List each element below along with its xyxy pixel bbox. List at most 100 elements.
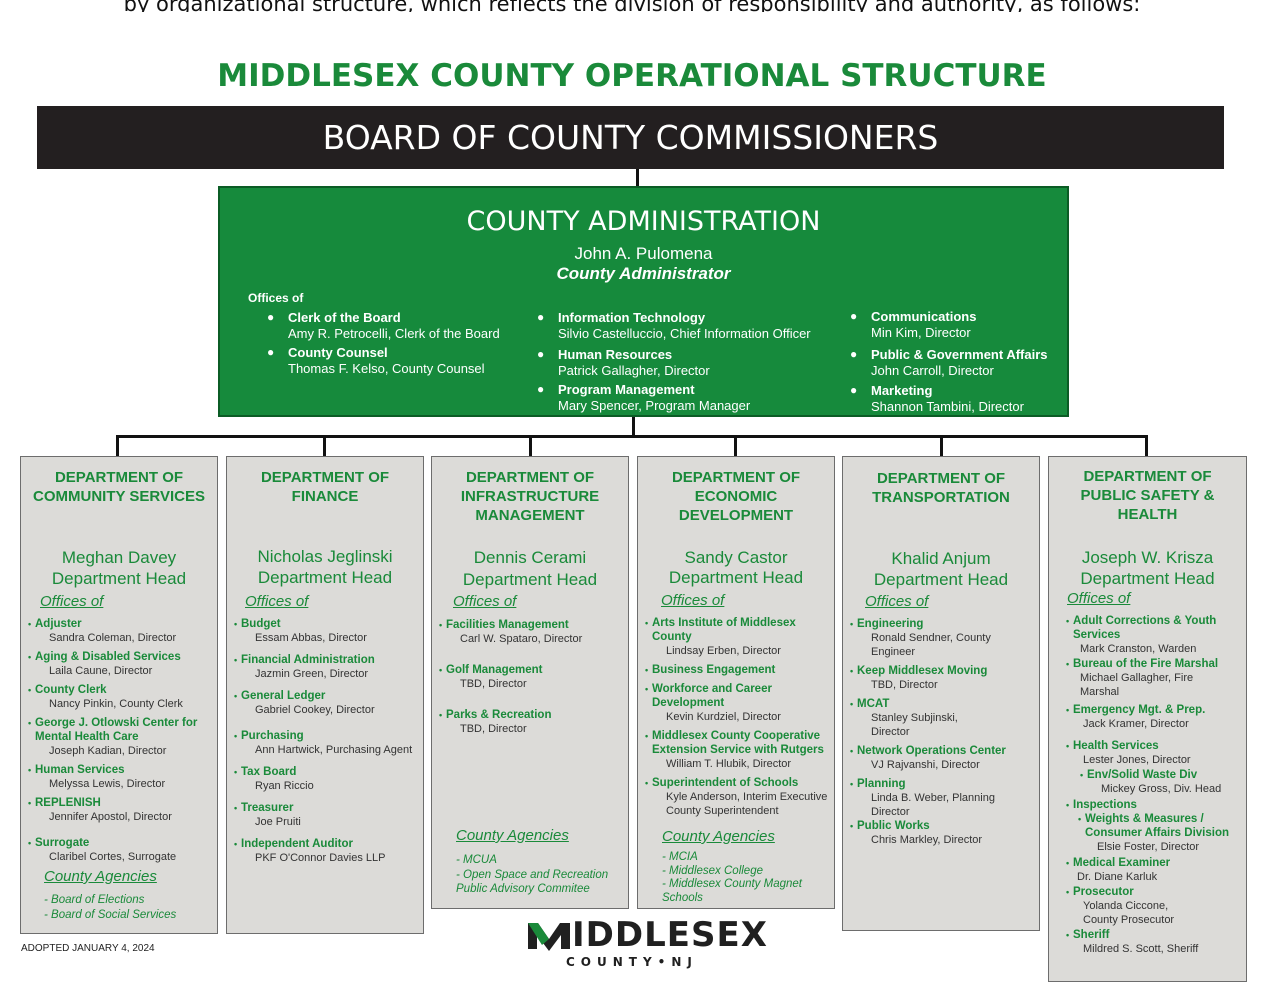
office-name: Tax Board bbox=[241, 765, 419, 779]
office-person: TBD, Director bbox=[871, 679, 938, 691]
office-title: Information Technology bbox=[558, 310, 706, 325]
bullet-icon: ● bbox=[537, 347, 545, 361]
office-name: Treasurer bbox=[241, 801, 419, 815]
office-person: Carl W. Spataro, Director bbox=[460, 633, 583, 645]
office-title: Communications bbox=[871, 309, 977, 324]
office-person: Mary Spencer, Program Manager bbox=[558, 398, 751, 413]
department-head-role: Department Head bbox=[257, 568, 393, 587]
office-person: Lindsay Erben, Director bbox=[666, 645, 781, 657]
office-name: Workforce and Career Development bbox=[652, 682, 830, 710]
office-person: Stanley Subjinski, Director bbox=[871, 712, 958, 738]
agency-item: - Board of Elections bbox=[44, 894, 145, 906]
office-person: Chris Markley, Director bbox=[871, 834, 983, 846]
office-title: Program Management bbox=[558, 382, 695, 397]
office-person: Ryan Riccio bbox=[255, 780, 314, 792]
office-name: Parks & Recreation bbox=[446, 708, 624, 722]
office-name: Weights & Measures / Consumer Affairs Di… bbox=[1085, 812, 1242, 840]
office-name: Adjuster bbox=[35, 617, 213, 631]
connector-dept-3 bbox=[529, 435, 532, 457]
department-head-name: Joseph W. Krisza bbox=[1081, 548, 1214, 567]
logo-subtitle: COUNTY•NJ bbox=[566, 955, 698, 969]
office-name: Surrogate bbox=[35, 836, 213, 850]
office-person: Linda B. Weber, Planning Director bbox=[871, 792, 995, 818]
office-name: Facilities Management bbox=[446, 618, 624, 632]
offices-of-label: Offices of bbox=[245, 593, 309, 610]
admin-office-item: ● Clerk of the Board Amy R. Petrocelli, … bbox=[267, 310, 500, 342]
office-person: Mark Cranston, Warden bbox=[1080, 643, 1197, 655]
office-name: Budget bbox=[241, 617, 419, 631]
office-name: Prosecutor bbox=[1073, 885, 1242, 899]
office-title: Marketing bbox=[871, 383, 933, 398]
agency-item: - Open Space and Recreation Public Advis… bbox=[456, 869, 609, 895]
office-item: George J. Otlowski Center for Mental Hea… bbox=[35, 716, 213, 758]
department-head-role: Department Head bbox=[668, 568, 804, 587]
office-person: Dr. Diane Karluk bbox=[1077, 871, 1158, 883]
offices-of-label: Offices of bbox=[865, 593, 929, 610]
office-item: Arts Institute of Middlesex CountyLindsa… bbox=[652, 616, 830, 658]
office-name: Sheriff bbox=[1073, 928, 1242, 942]
office-title: Public & Government Affairs bbox=[871, 347, 1048, 362]
office-name: Health Services bbox=[1073, 739, 1242, 753]
agency-item: - MCUA bbox=[456, 854, 497, 866]
middlesex-logo-icon bbox=[528, 923, 570, 951]
office-name: Human Services bbox=[35, 763, 213, 777]
office-person: Mickey Gross, Div. Head bbox=[1101, 783, 1222, 795]
office-name: Business Engagement bbox=[652, 663, 830, 677]
office-title: Clerk of the Board bbox=[288, 310, 401, 325]
department-title: DEPARTMENT OF ECONOMIC DEVELOPMENT bbox=[671, 469, 801, 524]
department-head-name: Dennis Cerami bbox=[473, 548, 587, 567]
board-of-commissioners-box: BOARD OF COUNTY COMMISSIONERS bbox=[37, 106, 1224, 169]
office-name: George J. Otlowski Center for Mental Hea… bbox=[35, 716, 213, 744]
admin-office-item: ● Communications Min Kim, Director bbox=[850, 309, 977, 341]
office-name: Network Operations Center bbox=[857, 744, 1035, 758]
admin-offices-label: Offices of bbox=[248, 291, 304, 305]
bullet-icon: ● bbox=[850, 309, 858, 323]
connector-dept-1 bbox=[116, 435, 119, 457]
department-title: DEPARTMENT OF FINANCE bbox=[260, 469, 390, 505]
office-person: Silvio Castelluccio, Chief Information O… bbox=[558, 326, 811, 341]
office-name: Superintendent of Schools bbox=[652, 776, 830, 790]
office-person: Min Kim, Director bbox=[871, 325, 971, 340]
department-head-role: Department Head bbox=[1080, 569, 1215, 588]
office-person: Melyssa Lewis, Director bbox=[49, 778, 166, 790]
department-head-name: Nicholas Jeglinski bbox=[257, 547, 393, 566]
department-head-role: Department Head bbox=[51, 569, 187, 588]
office-person: Michael Gallagher, Fire Marshal bbox=[1080, 672, 1194, 698]
admin-role: County Administrator bbox=[556, 264, 731, 283]
admin-office-item: ● Information Technology Silvio Castellu… bbox=[537, 310, 811, 342]
office-person: Joe Pruiti bbox=[255, 816, 301, 828]
office-name: REPLENISH bbox=[35, 796, 213, 810]
office-name: MCAT bbox=[857, 697, 1035, 711]
admin-office-item: ● Marketing Shannon Tambini, Director bbox=[850, 383, 1024, 415]
office-person: Yolanda Ciccone, County Prosecutor bbox=[1083, 900, 1175, 926]
office-person: TBD, Director bbox=[460, 678, 527, 690]
office-person: Nancy Pinkin, County Clerk bbox=[49, 698, 183, 710]
bullet-icon: ● bbox=[537, 382, 545, 396]
office-person: Kevin Kurdziel, Director bbox=[666, 711, 781, 723]
connector-horizontal bbox=[116, 435, 1148, 438]
adopted-date: ADOPTED JANUARY 4, 2024 bbox=[21, 943, 155, 954]
office-name: Env/Solid Waste Div bbox=[1087, 768, 1242, 782]
office-person: Amy R. Petrocelli, Clerk of the Board bbox=[288, 326, 500, 341]
offices-of-label: Offices of bbox=[1067, 590, 1131, 607]
office-name: Arts Institute of Middlesex County bbox=[652, 616, 830, 644]
department-economic-development: DEPARTMENT OF ECONOMIC DEVELOPMENT Sandy… bbox=[637, 456, 835, 909]
office-person: William T. Hlubik, Director bbox=[666, 758, 792, 770]
admin-office-item: ● Human Resources Patrick Gallagher, Dir… bbox=[537, 347, 710, 379]
connector-board-admin bbox=[636, 169, 639, 187]
